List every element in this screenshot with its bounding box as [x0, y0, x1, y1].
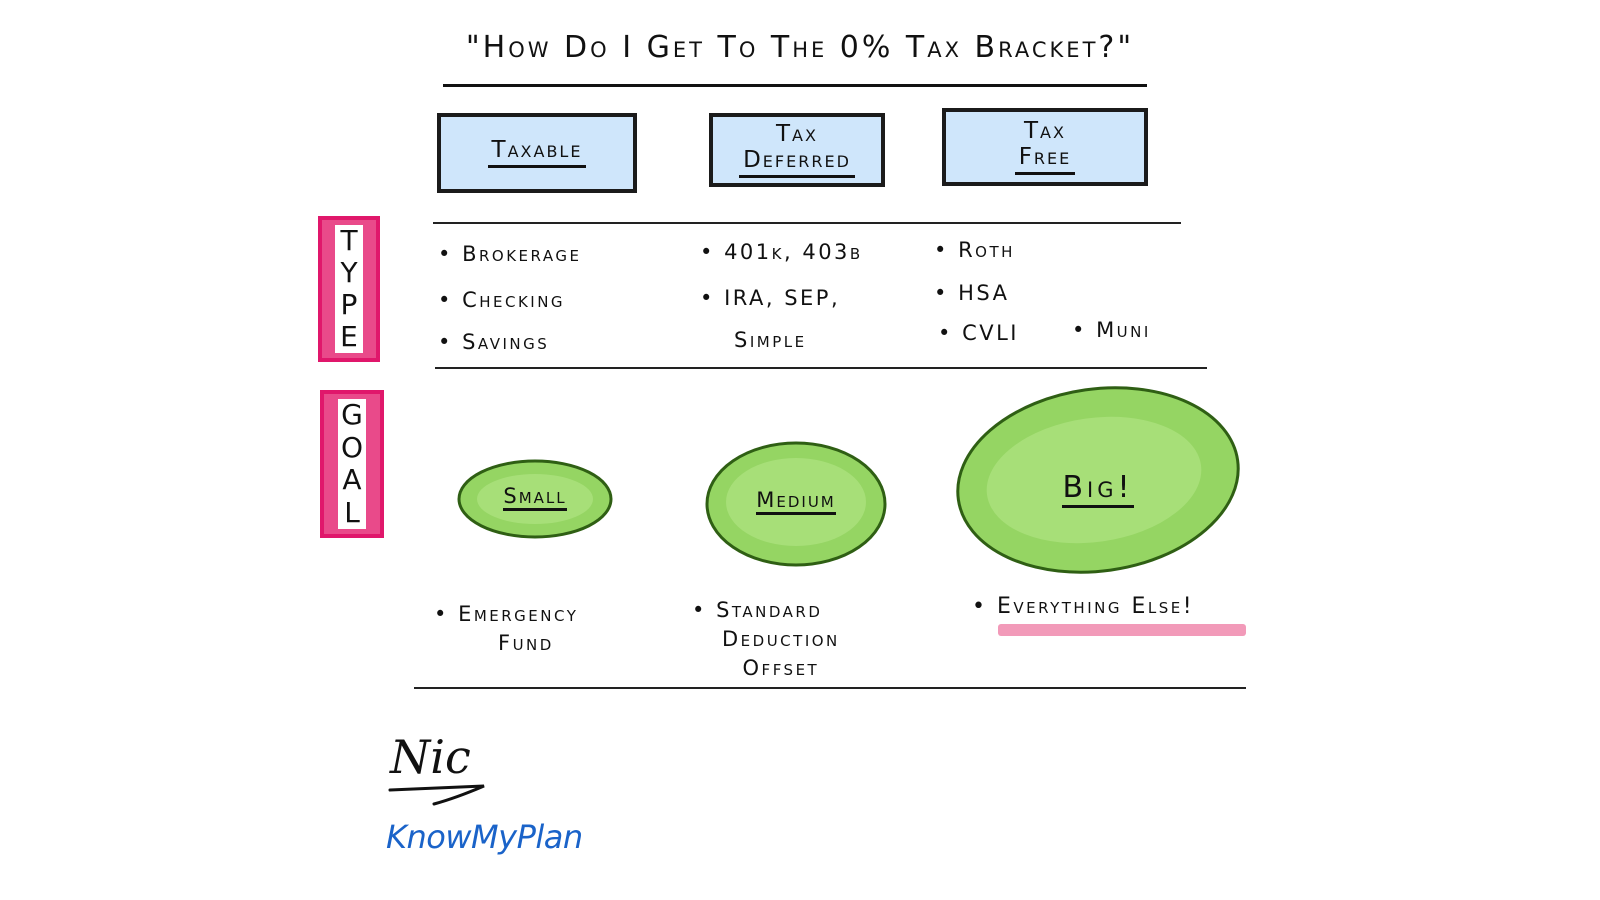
- type-item-muni: Muni: [1072, 318, 1151, 342]
- type-item-hsa: HSA: [934, 281, 1009, 305]
- page-title: "How Do I Get To The 0% Tax Bracket?": [465, 30, 1135, 65]
- signature-name: Nic: [390, 730, 471, 784]
- column-tax-deferred-label-1: Tax: [776, 121, 818, 148]
- column-taxable: Taxable: [437, 113, 637, 193]
- row-tag-type-letter: T: [340, 224, 358, 257]
- type-item-ira-sep: IRA, SEP,: [700, 286, 840, 310]
- goal-medium-ellipse: Medium: [704, 440, 888, 568]
- row-tag-goal-letter: O: [340, 430, 364, 464]
- type-item-checking: Checking: [438, 288, 565, 312]
- type-item-simple: Simple: [734, 328, 807, 352]
- column-tax-free-label-2: Free: [1014, 144, 1076, 175]
- row-tag-type-letter: E: [340, 320, 358, 353]
- signature-flourish: [388, 784, 485, 806]
- goal-big-label: Big!: [1062, 470, 1134, 508]
- goal-small-ellipse: Small: [456, 458, 614, 540]
- goal-item-standard: Standard: [692, 596, 840, 625]
- goal-big-shape: [956, 386, 1240, 574]
- goal-medium-label: Medium: [756, 488, 836, 515]
- row-tag-goal-letter: A: [342, 463, 362, 497]
- goal-item-taxable: Emergency Fund: [434, 600, 578, 658]
- goal-medium-shape: [705, 441, 887, 567]
- goal-item-tax-deferred: Standard Deduction Offset: [692, 596, 840, 683]
- column-tax-free: Tax Free: [942, 108, 1148, 186]
- brand-logo: KnowMyPlan: [386, 818, 583, 856]
- column-tax-deferred: Tax Deferred: [709, 113, 885, 187]
- type-item-401k: 401k, 403b: [700, 240, 863, 264]
- row-tag-goal-letter: G: [341, 398, 363, 432]
- goal-item-deduction: Deduction: [722, 627, 840, 651]
- type-item-roth: Roth: [934, 238, 1015, 262]
- row-tag-type: T Y P E: [318, 216, 380, 362]
- goal-highlight-underline: [998, 624, 1246, 636]
- type-item-brokerage: Brokerage: [438, 242, 581, 266]
- goal-item-everything-else: Everything Else!: [972, 592, 1194, 621]
- row-tag-goal-letter: L: [344, 495, 360, 529]
- column-tax-free-label-1: Tax: [1024, 118, 1066, 145]
- goal-item-offset: Offset: [742, 656, 820, 680]
- divider-bottom: [414, 687, 1246, 689]
- row-tag-type-letter: P: [340, 288, 358, 321]
- goal-small-label: Small: [503, 484, 567, 511]
- row-tag-type-letter: Y: [340, 256, 358, 289]
- goal-big-ellipse: Big!: [954, 384, 1242, 576]
- column-tax-deferred-label-2: Deferred: [739, 147, 855, 178]
- row-tag-goal: G O A L: [320, 390, 384, 538]
- goal-item-fund: Fund: [498, 631, 554, 655]
- title-underline: [443, 84, 1147, 87]
- goal-item-emergency: Emergency: [434, 600, 578, 629]
- goal-small-shape: [457, 459, 613, 539]
- type-item-cvli: CVLI: [938, 321, 1019, 345]
- divider-middle: [435, 367, 1207, 369]
- divider-top: [433, 222, 1181, 224]
- column-taxable-label: Taxable: [491, 136, 583, 163]
- type-item-savings: Savings: [438, 330, 549, 354]
